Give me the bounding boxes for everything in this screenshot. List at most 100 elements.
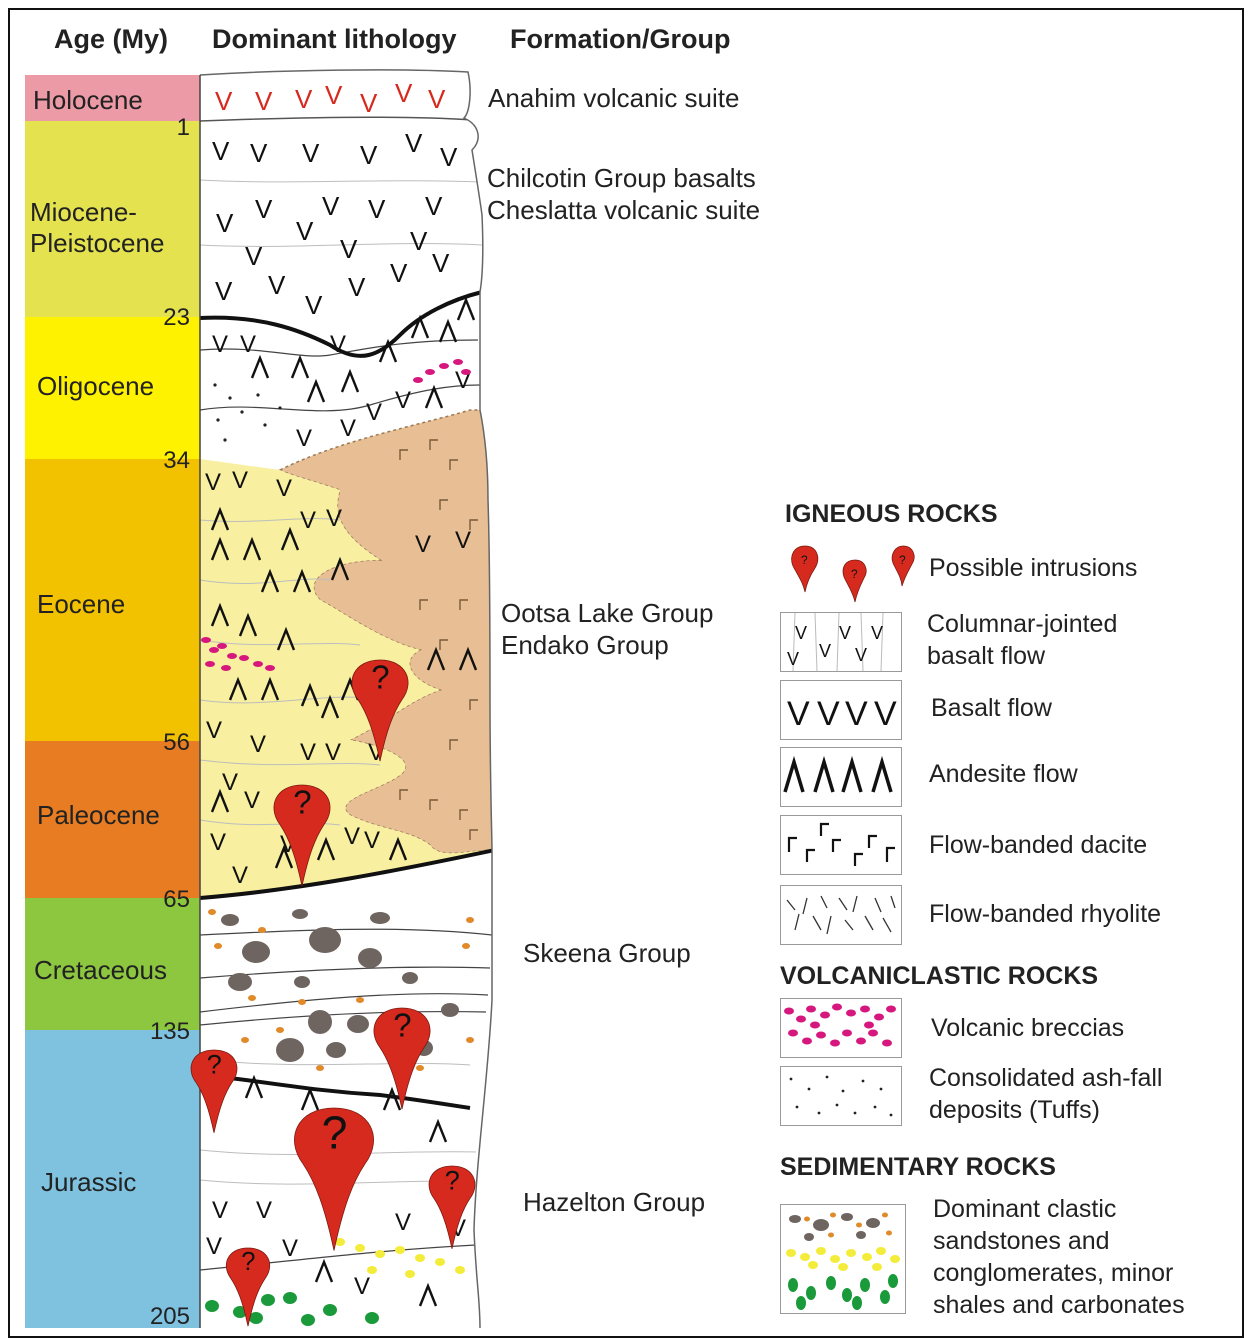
svg-text:V: V [787, 695, 810, 733]
legend-label-dacite: Flow-banded dacite [929, 829, 1147, 861]
svg-text:V: V [787, 649, 799, 669]
tuff-dot-6 [223, 438, 226, 441]
eocene-v-11: V [455, 527, 471, 554]
legend-breccia-clast-6 [860, 1006, 870, 1013]
breccia-clast-13 [461, 369, 471, 375]
green-clast-0 [205, 1300, 219, 1312]
legend-breccia-clast-3 [820, 1012, 830, 1019]
legend-label-rhyolite: Flow-banded rhyolite [929, 898, 1161, 930]
legend-green-2 [826, 1276, 836, 1290]
legend-label-tuffs: Consolidated ash-fall deposits (Tuffs) [929, 1062, 1162, 1126]
legend-green-6 [796, 1296, 806, 1310]
oligo-v-1: V [240, 331, 256, 358]
legend-breccia-clast-14 [856, 1038, 866, 1045]
legend-cobble-1 [813, 1219, 829, 1231]
basalt-v-18: V [348, 272, 366, 302]
legend-breccia-clast-7 [874, 1014, 884, 1021]
svg-text:V: V [871, 623, 883, 643]
breccia-clast-4 [239, 655, 249, 661]
tuff-dot-0 [213, 383, 216, 386]
green-clast-5 [365, 1312, 379, 1324]
cobble-2 [358, 948, 382, 968]
hazelton-v-2: V [206, 1233, 222, 1260]
sand-grain-3 [395, 1246, 405, 1254]
cobble-4 [294, 976, 310, 988]
legend-green-4 [860, 1278, 870, 1292]
cobble-3 [228, 973, 252, 991]
legend-breccia-clast-8 [886, 1006, 896, 1013]
svg-text:V: V [817, 695, 840, 733]
legend-cobble-5 [856, 1231, 866, 1239]
eocene-v-10: V [415, 531, 431, 558]
formation-skeena: Skeena Group [523, 937, 691, 969]
legend-breccia-clast-13 [842, 1030, 852, 1037]
cobble-9 [326, 1042, 346, 1058]
svg-text:V: V [795, 623, 807, 643]
basalt-v-red-6: V [428, 84, 446, 114]
oligo-v-4: V [340, 415, 356, 442]
pebble-2 [214, 943, 222, 949]
intrusion-jurassic-low-mark: ? [241, 1248, 255, 1276]
svg-text:?: ? [851, 567, 858, 581]
pebble-13 [416, 1065, 424, 1071]
basalt-v-17: V [305, 290, 323, 320]
pebble-10 [241, 1037, 249, 1043]
cobble-1 [309, 927, 341, 953]
intrusion-jurassic-large-mark: ? [322, 1106, 348, 1158]
pebble-11 [466, 1037, 474, 1043]
sand-grain-1 [355, 1244, 365, 1252]
legend-label-basalt: Basalt flow [931, 692, 1052, 724]
pebble-1 [258, 927, 266, 933]
pebble-3 [466, 917, 474, 923]
pebble-0 [208, 909, 216, 915]
paleo-v-3: V [232, 862, 248, 889]
breccia-clast-12 [453, 359, 463, 365]
intrusion-eocene-mark: ? [371, 659, 389, 696]
formation-chilcotin-cheslatta: Chilcotin Group basalts Cheslatta volcan… [487, 162, 760, 226]
svg-text:?: ? [899, 553, 906, 567]
basalt-v-red-3: V [325, 80, 343, 110]
pebble-5 [298, 999, 306, 1005]
legend-label-andesite: Andesite flow [929, 758, 1078, 790]
tuff-dot-7 [278, 406, 281, 409]
eocene-v-8: V [325, 739, 341, 766]
paleo-v-0: V [222, 769, 238, 796]
eocene-v-5: V [206, 717, 222, 744]
green-clast-4 [323, 1304, 337, 1316]
tuff-dot-4 [256, 393, 259, 396]
legend-pebble-2 [856, 1223, 862, 1228]
svg-text:?: ? [801, 553, 808, 567]
legend-sedimentary-title: SEDIMENTARY ROCKS [780, 1153, 1056, 1182]
paleo-v-5: V [344, 823, 360, 850]
basalt-v-red-1: V [255, 86, 273, 116]
basalt-v-3: V [360, 140, 378, 170]
basalt-v-10: V [368, 194, 386, 224]
conglomerate-icon [780, 1204, 906, 1314]
breccia-clast-5 [253, 661, 263, 667]
eocene-v-1: V [232, 467, 248, 494]
breccia-clast-9 [413, 377, 423, 383]
legend-label-breccias: Volcanic breccias [931, 1012, 1124, 1044]
cobble-7 [347, 1015, 369, 1033]
legend-label-clastics: Dominant clastic sandstones and conglome… [933, 1193, 1185, 1321]
pebble-12 [316, 1065, 324, 1071]
green-clast-6 [301, 1314, 315, 1326]
legend-igneous-title: IGNEOUS ROCKS [785, 500, 998, 529]
eocene-v-7: V [300, 739, 316, 766]
legend-sand-6 [876, 1247, 886, 1255]
basalt-v-20: V [432, 248, 450, 278]
oligo-v-6: V [395, 387, 411, 414]
basalt-v-11: V [425, 191, 443, 221]
legend-label-intrusions: Possible intrusions [929, 552, 1137, 584]
oligo-v-5: V [366, 399, 382, 426]
oligo-v-3: V [296, 425, 312, 452]
pebble-7 [276, 1027, 284, 1033]
cobble-14 [221, 914, 239, 926]
breccia-clast-8 [221, 665, 231, 671]
legend-label-columnar: Columnar-jointed basalt flow [927, 608, 1117, 672]
intrusion-skeena-mark: ? [393, 1007, 411, 1044]
legend-breccia-clast-11 [816, 1032, 826, 1039]
legend-sand-10 [872, 1263, 882, 1271]
basalt-v-16: V [268, 270, 286, 300]
basalt-v-19: V [390, 258, 408, 288]
